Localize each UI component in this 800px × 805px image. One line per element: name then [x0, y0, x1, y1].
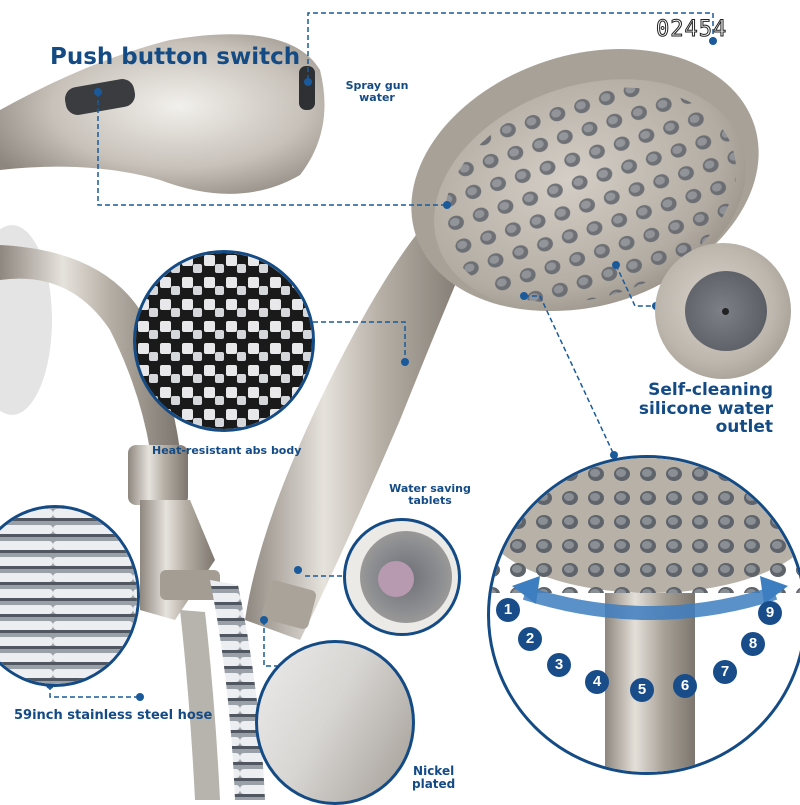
spray-face — [490, 458, 800, 593]
callout-dot — [136, 693, 144, 701]
water-saving-line-1: Water saving — [389, 482, 471, 495]
spray-mode-1: 1 — [496, 598, 520, 622]
self-cleaning-line-1: Self-cleaning — [648, 380, 773, 400]
spray-mode-6: 6 — [673, 674, 697, 698]
hose-label: 59inch stainless steel hose — [14, 708, 213, 723]
nickel-line-1: Nickel — [413, 764, 455, 778]
silicone-outlet-detail — [655, 243, 791, 379]
tablet-filter — [378, 561, 414, 597]
water-saving-tablet-detail — [343, 518, 461, 636]
water-saving-line-2: tablets — [408, 494, 452, 508]
self-cleaning-line-2: silicone water — [638, 398, 773, 419]
callout-dot — [260, 616, 268, 624]
callout-dot — [294, 566, 302, 574]
self-cleaning-label: Self-cleaning silicone water outlet — [600, 381, 773, 437]
callout-dot — [94, 88, 102, 96]
spray-gun-label: Spray gun water — [345, 79, 409, 105]
spray-modes-detail — [487, 455, 800, 775]
spray-mode-2: 2 — [518, 627, 542, 651]
callout-dot — [443, 201, 451, 209]
spray-mode-3: 3 — [547, 653, 571, 677]
spray-mode-7: 7 — [713, 660, 737, 684]
callout-dot — [709, 37, 717, 45]
nickel-plated-label: Nickel plated — [412, 764, 456, 792]
spray-mode-5: 5 — [630, 678, 654, 702]
callout-dot — [610, 451, 618, 459]
callout-dot — [304, 78, 312, 86]
self-cleaning-line-3: outlet — [715, 417, 773, 438]
callout-dot — [520, 292, 528, 300]
hose-detail — [0, 505, 140, 687]
spray-mode-9: 9 — [758, 601, 782, 625]
nickel-plated-detail — [255, 640, 415, 805]
rotate-arrow-icon — [512, 576, 788, 620]
callout-dot — [401, 358, 409, 366]
spray-mode-4: 4 — [585, 670, 609, 694]
push-button-label: Push button switch — [50, 44, 301, 70]
abs-beads-detail — [133, 250, 315, 432]
callout-dot — [612, 261, 620, 269]
abs-body-label: Heat-resistant abs body — [152, 444, 302, 457]
water-saving-label: Water saving tablets — [385, 482, 475, 508]
spray-mode-8: 8 — [741, 632, 765, 656]
nickel-line-2: plated — [412, 777, 456, 792]
nozzle-hole — [722, 308, 729, 315]
